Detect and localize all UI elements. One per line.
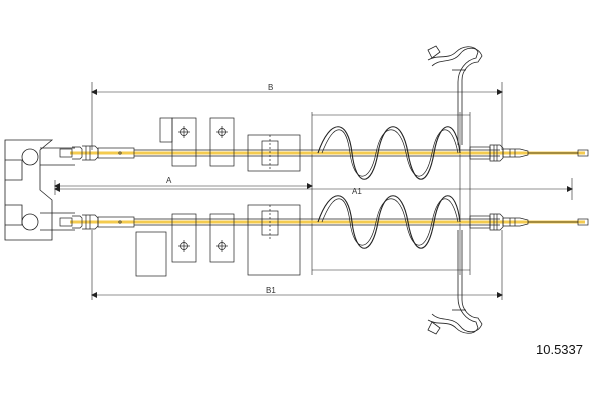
dimension-label-b: B bbox=[268, 83, 273, 92]
upper-cable bbox=[59, 45, 589, 180]
upper-hook bbox=[427, 45, 483, 145]
part-number: 10.5337 bbox=[536, 342, 583, 357]
dimension-lines bbox=[54, 82, 573, 300]
lower-cable bbox=[59, 195, 589, 335]
lower-hook bbox=[427, 230, 483, 335]
dimension-label-a1: A1 bbox=[352, 187, 362, 196]
dimension-label-a: A bbox=[166, 176, 172, 185]
left-mounting-bracket bbox=[4, 139, 75, 241]
dimension-labels: B A A1 B1 bbox=[166, 83, 362, 295]
dimension-label-b1: B1 bbox=[266, 286, 276, 295]
